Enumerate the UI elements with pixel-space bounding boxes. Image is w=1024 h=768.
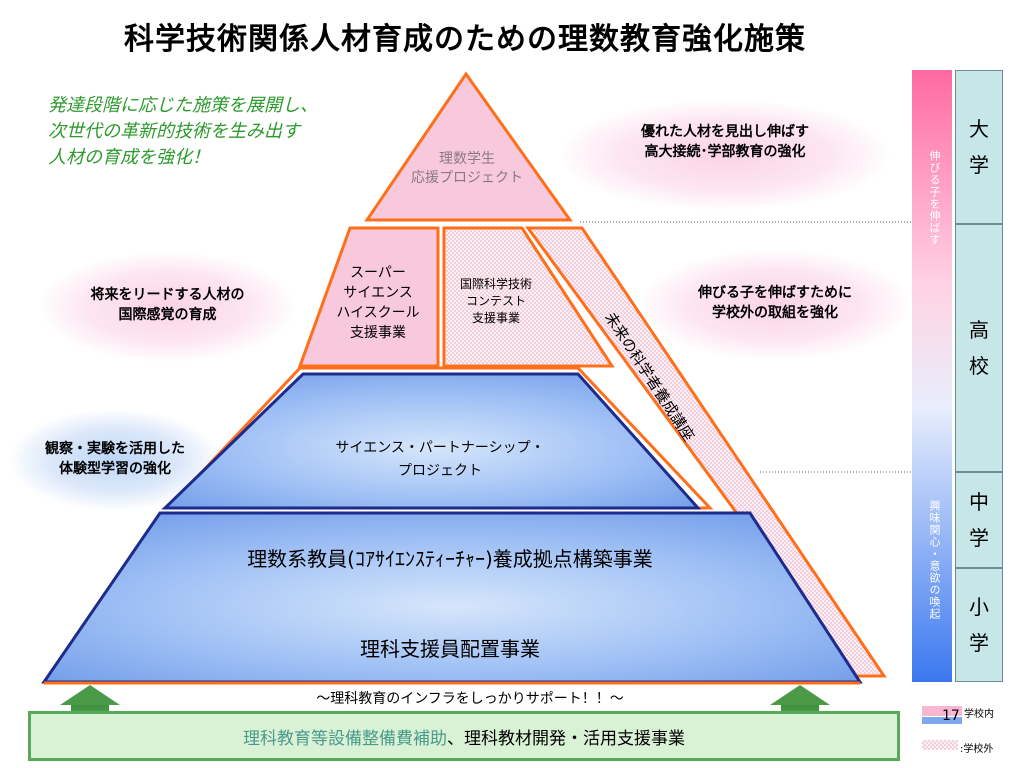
slogan-line-3: 人材の育成を強化！ (48, 147, 210, 168)
side-gradient-bar (912, 70, 952, 682)
bubble-outside-school: 伸びる子を伸ばすために 学校外の取組を強化 (640, 250, 910, 360)
apex-label: 理数学生 応援プロジェクト (411, 151, 523, 186)
contest-box (442, 226, 615, 368)
page-number: 17 (942, 708, 960, 724)
page-title: 科学技術関係人材育成のための理数教育強化施策 (124, 22, 806, 57)
legend-out-school: :学校外 (960, 744, 994, 755)
legend-in-school: 学校内 (964, 709, 994, 720)
slogan-line-1: 発達段階に応じた施策を展開し、 (48, 95, 318, 116)
stage-junior-high: 中 学 (955, 472, 1003, 568)
core-teacher-label: 理数系教員(ｺｱｻｲｴﾝｽﾃｨｰﾁｬｰ)養成拠点構築事業 (247, 547, 653, 571)
slogan-line-2: 次世代の革新的技術を生み出す (48, 121, 300, 142)
ssh-label: スーパー サイエンス ハイスクール 支援事業 (336, 265, 420, 341)
side-bar-bottom-label: 興味関心・意欲の喚起 (928, 500, 941, 620)
base-support-part1: 理科教育等設備整備費補助 (243, 728, 447, 749)
infra-caption: ～理科教育のインフラをしっかりサポート！！～ (316, 691, 624, 707)
stage-elementary: 小 学 (955, 568, 1003, 682)
base-support-box: 理科教育等設備整備費補助、理科教材開発・活用支援事業 (28, 711, 900, 761)
support-staff-label: 理科支援員配置事業 (360, 637, 540, 661)
ssh-box (297, 226, 440, 368)
stage-university: 大 学 (955, 70, 1003, 224)
bubble-international-sense: 将来をリードする人材の 国際感覚の育成 (40, 252, 295, 362)
contest-label: 国際科学技術 コンテスト 支援事業 (459, 277, 532, 325)
stage-high-school: 高 校 (955, 224, 1003, 472)
bubble-hands-on-learning: 観察・実験を活用した 体験型学習の強化 (10, 410, 220, 510)
base-support-part2: 、理科教材開発・活用支援事業 (447, 728, 685, 749)
legend-blue-swatch (922, 717, 962, 724)
apex-triangle (364, 71, 573, 222)
partnership-block (161, 372, 702, 510)
slogan: 発達段階に応じた施策を展開し、 次世代の革新的技術を生み出す 人材の育成を強化！ (48, 93, 388, 171)
bubble-university-connection: 優れた人材を見出し伸ばす 高大接続･学部教育の強化 (560, 100, 890, 210)
legend-dotted-swatch (922, 740, 958, 750)
legend-pink-swatch (922, 706, 962, 716)
partnership-label: サイエンス・パートナーシップ・ プロジェクト (335, 440, 545, 479)
side-bar-top-label: 伸びる子を伸ばす (928, 150, 941, 246)
